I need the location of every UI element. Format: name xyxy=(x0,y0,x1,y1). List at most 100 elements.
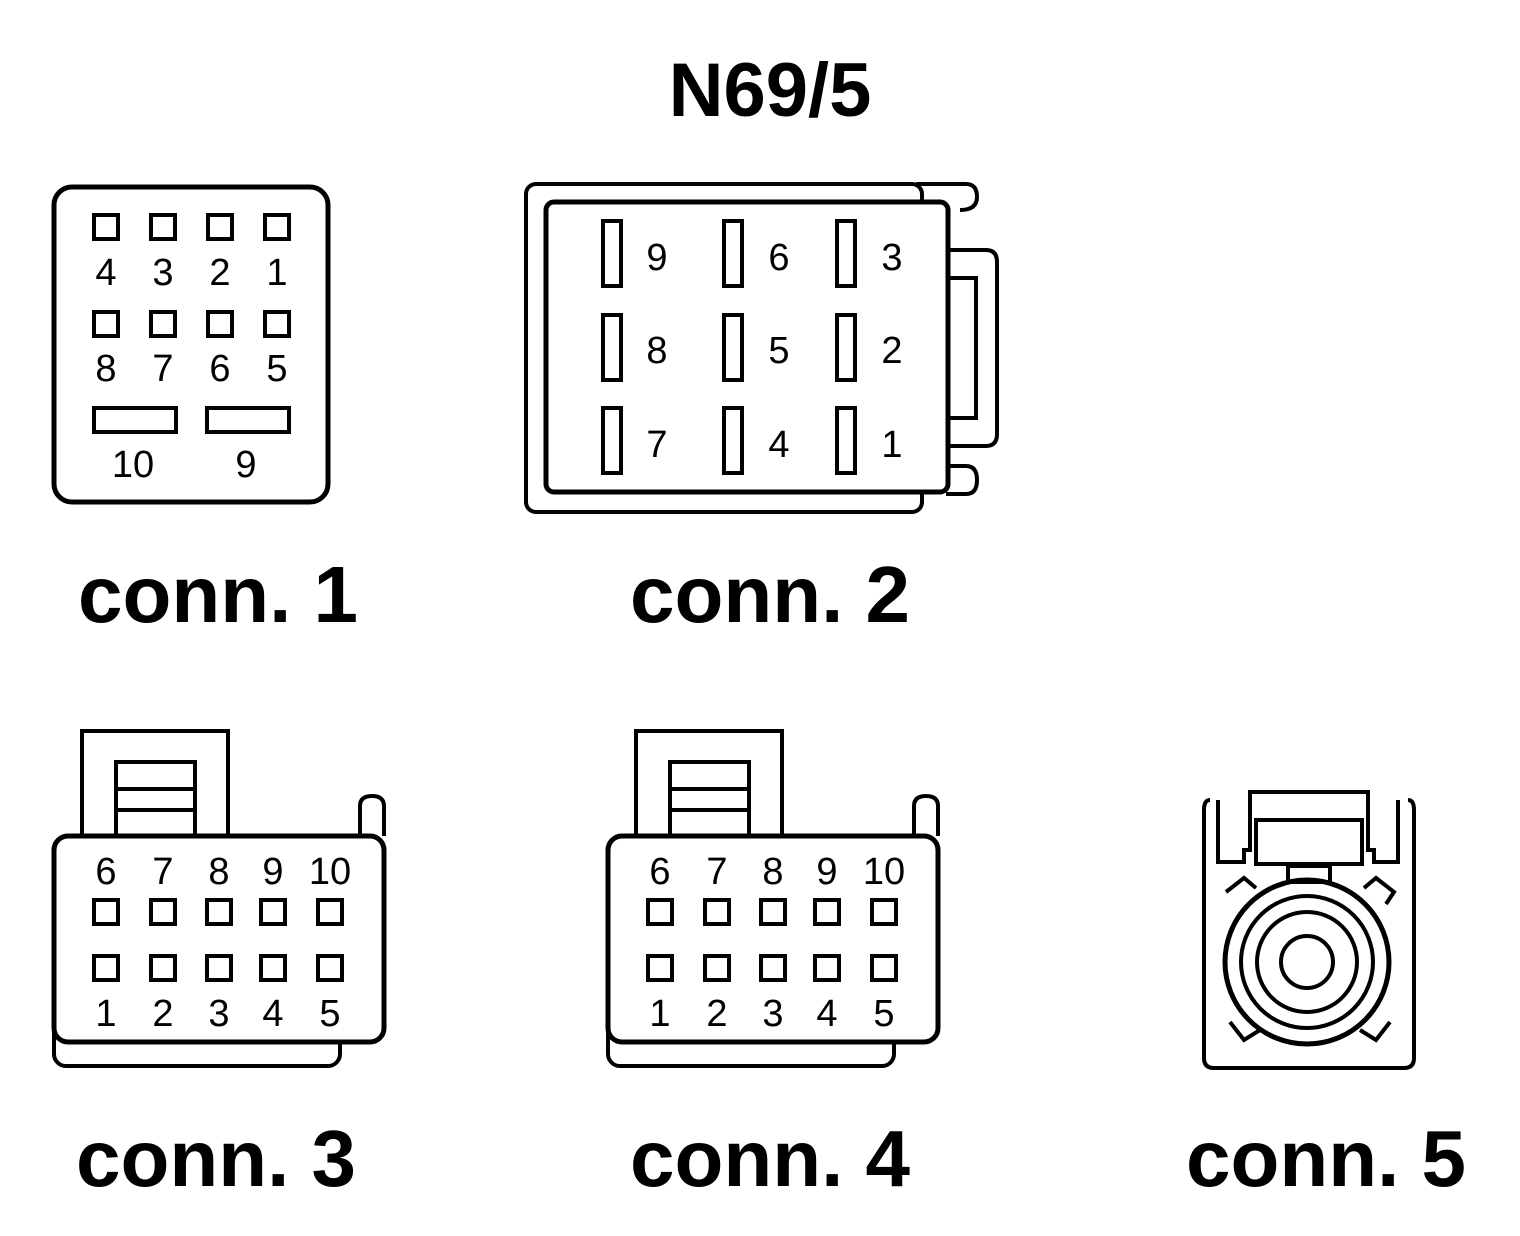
pin-label: 4 xyxy=(768,424,789,466)
connector-3-housing xyxy=(51,833,387,1045)
pin-label: 2 xyxy=(706,993,727,1035)
connector-1: 4 3 2 1 8 7 6 5 10 9 conn. 1 xyxy=(51,184,358,639)
pin-socket xyxy=(835,313,857,382)
pin-label: 1 xyxy=(649,993,670,1035)
pin-label: 3 xyxy=(881,237,902,279)
pin-socket xyxy=(205,954,233,982)
pin-socket xyxy=(92,213,120,241)
key-tab xyxy=(1228,1020,1262,1043)
pin-label: 5 xyxy=(768,330,789,372)
pin-label: 4 xyxy=(95,252,116,294)
pin-socket xyxy=(722,406,744,475)
pin-label: 2 xyxy=(152,993,173,1035)
side-latch xyxy=(940,248,999,448)
connector-2-caption: conn. 2 xyxy=(630,550,910,639)
connector-1-caption: conn. 1 xyxy=(78,550,358,639)
pin-socket xyxy=(759,898,787,926)
pin-label: 8 xyxy=(95,348,116,390)
latch-window xyxy=(1254,818,1364,866)
pin-socket xyxy=(835,219,857,288)
pin-label: 1 xyxy=(881,424,902,466)
pin-label: 7 xyxy=(152,348,173,390)
pin-socket xyxy=(92,898,120,926)
pin-socket xyxy=(92,954,120,982)
diagram-title: N69/5 xyxy=(669,48,872,133)
key-tab xyxy=(1224,875,1258,894)
pin-socket xyxy=(835,406,857,475)
pin-socket xyxy=(601,406,623,475)
locking-lever xyxy=(80,729,230,843)
lever-grip xyxy=(114,760,197,840)
connector-4-housing xyxy=(605,833,941,1045)
connector-5-caption: conn. 5 xyxy=(1186,1114,1466,1203)
pin-socket xyxy=(206,310,234,338)
pin-socket xyxy=(813,898,841,926)
pin-label: 4 xyxy=(816,993,837,1035)
pin-socket xyxy=(259,898,287,926)
pin-label: 5 xyxy=(266,348,287,390)
pin-socket xyxy=(703,898,731,926)
pin-socket xyxy=(759,954,787,982)
connector-5-housing xyxy=(1202,798,1416,1070)
coax-middle-ring xyxy=(1239,894,1375,1030)
pin-label: 9 xyxy=(262,851,283,893)
pin-label: 4 xyxy=(262,993,283,1035)
pin-socket xyxy=(870,954,898,982)
lever-grip xyxy=(668,760,751,840)
coax-center-pin xyxy=(1279,934,1335,990)
pin-socket xyxy=(722,219,744,288)
pin-socket xyxy=(646,898,674,926)
pin-label: 1 xyxy=(266,252,287,294)
pin-label: 5 xyxy=(319,993,340,1035)
pin-socket xyxy=(149,213,177,241)
key-tab xyxy=(1362,875,1397,906)
pin-label: 6 xyxy=(649,851,670,893)
pin-label: 6 xyxy=(768,237,789,279)
pin-socket xyxy=(316,898,344,926)
connector-4-caption: conn. 4 xyxy=(630,1114,911,1203)
pin-socket xyxy=(263,310,291,338)
pin-label: 1 xyxy=(95,993,116,1035)
side-clip xyxy=(358,793,386,836)
pin-label: 7 xyxy=(152,851,173,893)
pin-label: 5 xyxy=(873,993,894,1035)
latch-tab xyxy=(916,182,980,212)
pin-label: 3 xyxy=(762,993,783,1035)
connector-3-caption: conn. 3 xyxy=(76,1114,356,1203)
pin-label: 7 xyxy=(706,851,727,893)
pin-socket xyxy=(205,898,233,926)
pin-socket xyxy=(722,313,744,382)
pin-label: 10 xyxy=(112,444,154,486)
pin-label: 10 xyxy=(309,851,351,893)
latch-tab xyxy=(946,464,980,496)
pin-label: 9 xyxy=(235,444,256,486)
pin-socket xyxy=(149,310,177,338)
connector-2-inner-housing xyxy=(543,199,951,495)
pin-label: 6 xyxy=(95,851,116,893)
connector-5: conn. 5 xyxy=(1186,790,1466,1203)
pin-socket xyxy=(601,313,623,382)
coax-inner-ring xyxy=(1255,910,1359,1014)
coax-outer-ring xyxy=(1222,877,1392,1047)
connector-2: 9 6 3 8 5 2 7 4 1 conn. 2 xyxy=(524,182,999,639)
connector-1-housing xyxy=(51,184,331,505)
pin-label: 3 xyxy=(152,252,173,294)
pin-label: 2 xyxy=(881,330,902,372)
locking-lever xyxy=(634,729,784,843)
pin-label: 7 xyxy=(646,424,667,466)
pin-label: 3 xyxy=(208,993,229,1035)
pin-socket xyxy=(92,310,120,338)
pin-label: 9 xyxy=(816,851,837,893)
side-clip xyxy=(912,793,940,836)
pin-label: 8 xyxy=(208,851,229,893)
pin-socket-wide xyxy=(205,406,291,434)
pin-label: 2 xyxy=(209,252,230,294)
pin-socket xyxy=(813,954,841,982)
pin-socket xyxy=(149,898,177,926)
pin-socket xyxy=(870,898,898,926)
latch-frame xyxy=(1216,790,1400,864)
pin-socket xyxy=(316,954,344,982)
pin-label: 6 xyxy=(209,348,230,390)
key-tab xyxy=(1358,1020,1392,1043)
